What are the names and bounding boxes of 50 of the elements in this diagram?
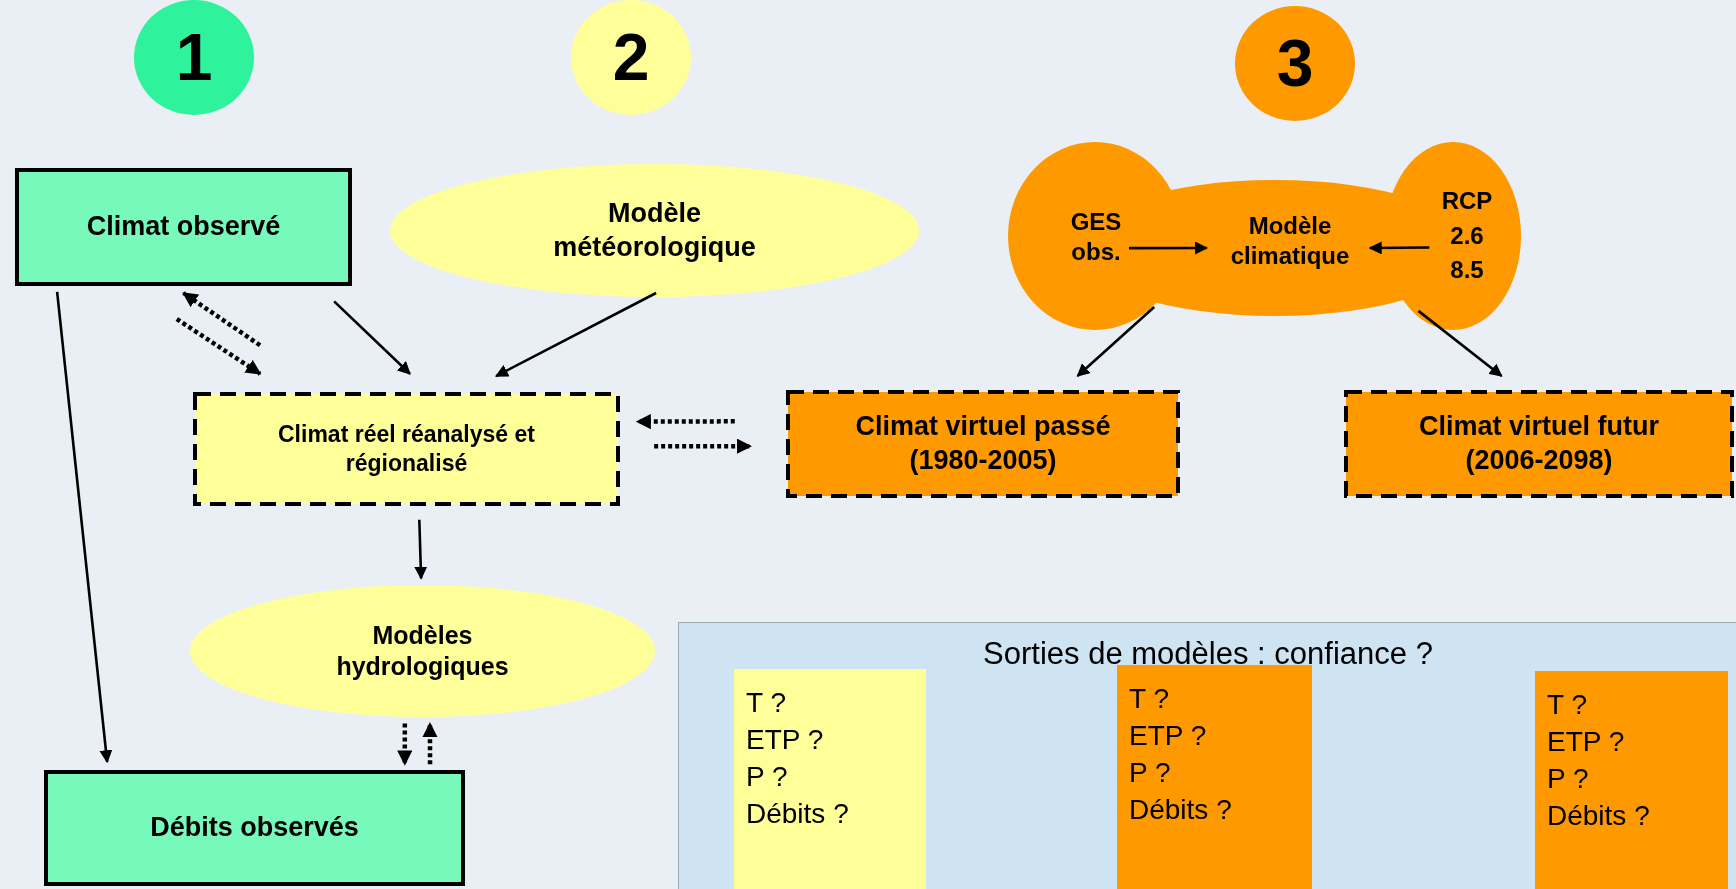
output-item: Débits ?: [1129, 792, 1232, 827]
output-item: P ?: [746, 759, 788, 794]
node-label: Débits observés: [150, 811, 359, 845]
output-item: ETP ?: [746, 722, 824, 757]
arrow: [55, 291, 113, 764]
node-label: Modèle météorologique: [552, 196, 757, 264]
node-label: Climat réel réanalysé et régionalisé: [277, 420, 536, 478]
output-item: P ?: [1129, 755, 1171, 790]
panel-heading: Sorties de modèles : confiance ?: [983, 635, 1433, 673]
node-label: Modèles hydrologiques: [335, 619, 510, 682]
dotted-arrow: [182, 291, 262, 348]
data-box: [193, 392, 620, 506]
output-item: ETP ?: [1547, 724, 1625, 759]
step-number: 3: [1276, 25, 1314, 103]
node-label: Climat virtuel futur (2006-2098): [1418, 410, 1660, 477]
dotted-arrow: [635, 413, 735, 430]
step-number: 1: [175, 19, 213, 97]
dotted-arrow: [397, 723, 413, 766]
model-cloud: [1008, 140, 1521, 332]
output-item: T ?: [1547, 688, 1587, 722]
output-item: T ?: [1129, 682, 1169, 716]
output-item: T ?: [746, 686, 786, 720]
dotted-arrow: [175, 317, 262, 376]
step-number: 2: [612, 19, 650, 97]
output-list: [734, 669, 926, 889]
node-label: RCP 2.6 8.5: [1440, 185, 1494, 286]
data-box: [1344, 390, 1734, 498]
arrow: [1076, 306, 1156, 377]
node-label: Modèle climatique: [1229, 211, 1351, 271]
output-list: [1535, 671, 1728, 889]
node-label: GES obs.: [1069, 207, 1123, 267]
data-box: [15, 168, 352, 286]
output-panel: [678, 622, 1736, 889]
output-item: Débits ?: [1547, 798, 1650, 833]
arrow: [1368, 241, 1430, 255]
data-box: [786, 390, 1180, 498]
arrow: [1417, 309, 1503, 377]
dotted-arrow: [654, 438, 753, 454]
node-label: Climat virtuel passé (1980-2005): [854, 410, 1112, 477]
output-list: [1117, 665, 1312, 889]
arrow: [1129, 241, 1209, 255]
arrow: [495, 291, 657, 378]
output-item: P ?: [1547, 761, 1589, 796]
arrow: [414, 519, 428, 580]
dotted-arrow: [422, 722, 438, 765]
arrow: [333, 300, 411, 375]
output-item: Débits ?: [746, 796, 849, 831]
output-item: ETP ?: [1129, 718, 1207, 753]
node-label: Climat observé: [86, 210, 281, 244]
data-box: [44, 770, 465, 886]
